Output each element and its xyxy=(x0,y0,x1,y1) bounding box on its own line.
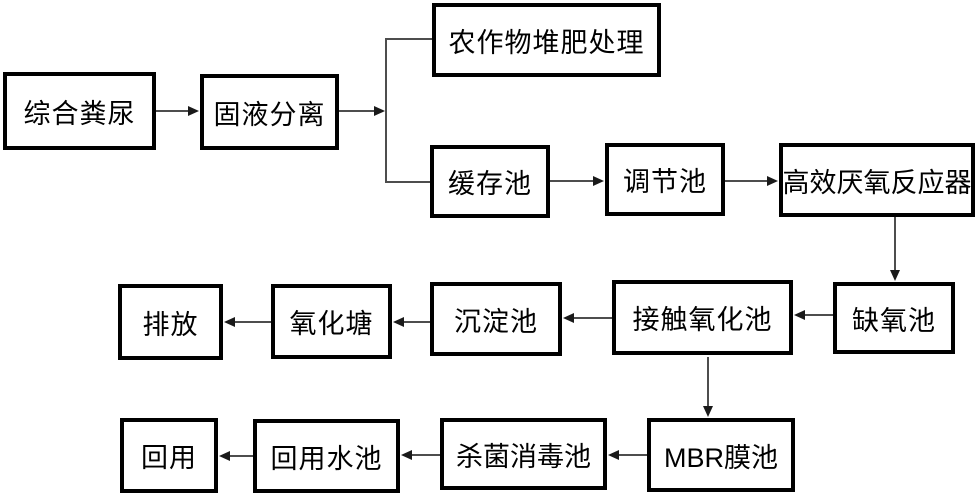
arrow-anoxic-to-contact-head xyxy=(794,310,805,320)
node-anaerobic-reactor: 高效厌氧反应器 xyxy=(779,143,975,217)
arrow-contact-to-sedimentation-head xyxy=(563,313,574,323)
arrow-manure-to-separation-head xyxy=(188,106,199,116)
node-mbr-membrane-pool: MBR膜池 xyxy=(647,418,795,492)
node-sedimentation-pool: 沉淀池 xyxy=(430,282,562,356)
node-disinfection-pool: 杀菌消毒池 xyxy=(440,418,607,490)
node-crop-composting: 农作物堆肥处理 xyxy=(432,3,661,77)
arrow-disinfection-to-reusepool-head xyxy=(401,450,412,460)
node-reuse-water-pool: 回用水池 xyxy=(253,419,400,493)
node-buffer-pool: 缓存池 xyxy=(430,145,550,218)
arrow-mbr-to-disinfection-head xyxy=(608,450,619,460)
arrow-contact-to-mbr-head xyxy=(703,406,713,417)
node-oxidation-pond: 氧化塘 xyxy=(271,284,392,359)
arrow-separation-to-branch-head xyxy=(374,106,385,116)
node-integrated-manure: 综合粪尿 xyxy=(3,72,156,150)
arrow-sedimentation-to-pond-head xyxy=(393,317,404,327)
branch-line-separation xyxy=(385,38,432,183)
node-contact-oxidation-pool: 接触氧化池 xyxy=(612,280,793,355)
arrow-regulating-to-anaerobic-head xyxy=(767,176,778,186)
node-anoxic-pool: 缺氧池 xyxy=(833,282,955,354)
node-discharge: 排放 xyxy=(118,284,223,360)
node-regulating-pool: 调节池 xyxy=(605,143,725,216)
arrow-buffer-to-regulating-head xyxy=(593,176,604,186)
arrow-anaerobic-to-anoxic-head xyxy=(890,270,900,281)
arrow-reusepool-to-reuse-head xyxy=(219,451,230,461)
node-reuse: 回用 xyxy=(120,418,218,493)
arrow-pond-to-discharge-head xyxy=(224,317,235,327)
node-solid-liquid-separation: 固液分离 xyxy=(200,74,339,150)
